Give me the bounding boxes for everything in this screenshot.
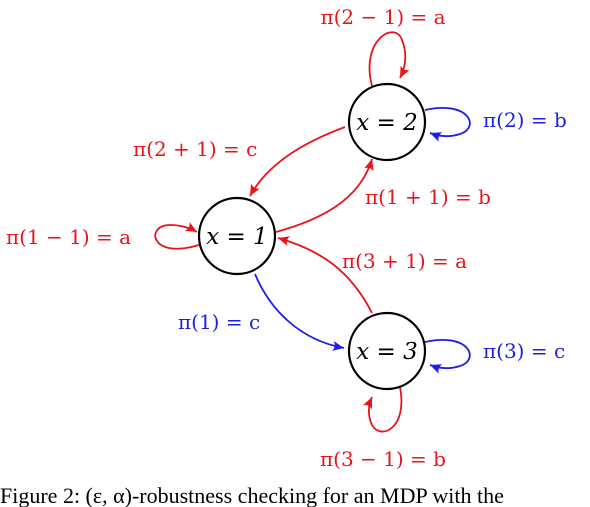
label-e1to2: π(1 + 1) = b <box>365 185 491 209</box>
edge-self-loop-node1 <box>154 221 200 250</box>
label-e2to1: π(2 + 1) = c <box>133 137 257 161</box>
label-e1to3: π(1) = c <box>178 310 260 334</box>
label-loop3: π(3) = c <box>483 339 565 363</box>
figure-caption: Figure 2: (ε, α)-robustness checking for… <box>0 485 504 507</box>
node-2-label: x = 2 <box>356 110 418 136</box>
edge-node3-to-node1 <box>277 236 373 314</box>
label-loop2: π(2) = b <box>483 108 567 132</box>
edge-self-loop-node2 <box>368 31 410 87</box>
edge-node2-to-node1 <box>249 126 346 197</box>
node-3-label: x = 3 <box>356 339 418 365</box>
edge-loop-node3-blue <box>424 339 471 374</box>
label-self1: π(1 − 1) = a <box>6 225 131 249</box>
edge-node1-to-node3 <box>254 273 345 351</box>
node-3: x = 3 <box>347 311 427 391</box>
edge-loop-node2-blue <box>424 107 471 142</box>
edge-self-loop-node3 <box>362 386 403 433</box>
node-2: x = 2 <box>347 82 427 162</box>
node-1: x = 1 <box>197 196 277 276</box>
node-1-label: x = 1 <box>206 224 268 250</box>
label-self2: π(2 − 1) = a <box>320 5 445 29</box>
label-e3to1: π(3 + 1) = a <box>342 249 467 273</box>
edge-node1-to-node2 <box>275 158 374 233</box>
label-self3: π(3 − 1) = b <box>320 447 446 471</box>
